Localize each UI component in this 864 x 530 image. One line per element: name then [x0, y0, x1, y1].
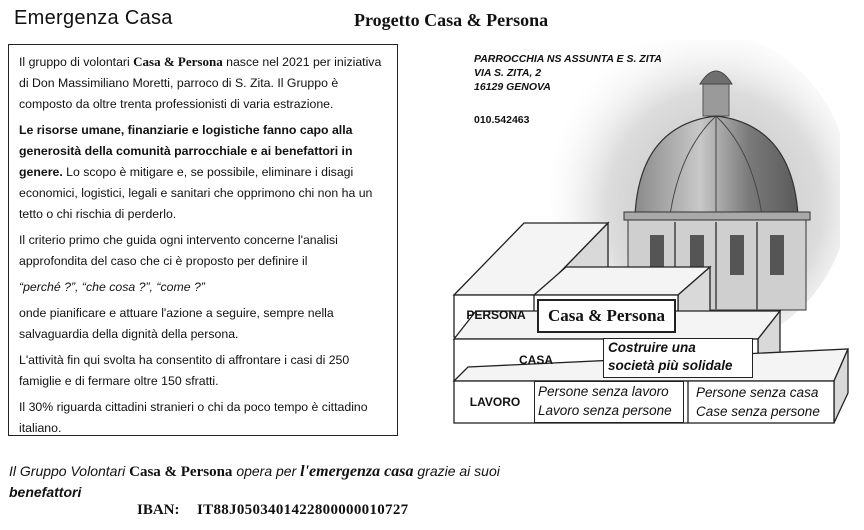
brand-box: Casa & Persona: [537, 299, 676, 333]
drum-window-2: [690, 235, 704, 275]
drum-band: [623, 211, 811, 221]
label-lavoro: LAVORO: [469, 395, 521, 409]
label-casa: CASA: [518, 353, 553, 367]
casa-box-line-2: società più solidale: [608, 358, 733, 373]
drum-window-3: [730, 235, 744, 275]
paragraph-plan: onde pianificare e attuare l'azione a se…: [19, 306, 334, 341]
parish-phone: 010.542463: [474, 114, 530, 126]
lavoro-box-line-2: Lavoro senza persone: [538, 403, 672, 418]
intro-text-b: nasce nel 2021 per iniziativa di Don Mas…: [19, 55, 382, 111]
lantern-top: [699, 70, 733, 85]
iban-value: IT88J0503401422800000010727: [197, 502, 409, 518]
drum-window-4: [770, 235, 784, 275]
address-line-3: 16129 GENOVA: [474, 81, 551, 93]
paragraph-activity: L'attività fin qui svolta ha consentito …: [19, 353, 350, 388]
paragraph-intro: Il gruppo di volontari Casa & Persona na…: [19, 51, 387, 115]
dome-rib-3: [715, 115, 763, 216]
lavoro-box-line-1: Persone senza lavoro: [538, 384, 669, 399]
address-line-1: PARROCCHIA NS ASSUNTA E S. ZITA: [474, 53, 662, 65]
footer-text-c: grazie ai suoi: [413, 463, 500, 479]
header-title-left: Emergenza Casa: [14, 7, 173, 29]
brand-box-text: Casa & Persona: [547, 306, 666, 325]
label-persona: PERSONA: [466, 308, 526, 322]
parish-address: PARROCCHIA NS ASSUNTA E S. ZITA VIA S. Z…: [474, 52, 662, 94]
footer-line-1: Il Gruppo Volontari Casa & Persona opera…: [9, 463, 500, 481]
lantern-body: [702, 81, 730, 117]
header-title-center: Progetto Casa & Persona: [354, 10, 549, 30]
resources-bold: Le risorse umane, finanziarie e logistic…: [19, 123, 353, 179]
footer-text-a: Il Gruppo Volontari: [9, 463, 130, 479]
casa-box-line-1: Costruire una: [608, 340, 696, 355]
drum-window-1: [650, 235, 664, 275]
footer-brand: Casa & Persona: [129, 464, 233, 480]
right-box: Persone senza casa Case senza persone: [692, 383, 838, 423]
footer-line-2: benefattori: [9, 484, 82, 500]
intro-brand: Casa & Persona: [133, 54, 223, 69]
footer-text-b: opera per: [232, 463, 301, 479]
lavoro-box: Persone senza lavoro Lavoro senza person…: [534, 381, 684, 423]
description-box: Il gruppo di volontari Casa & Persona na…: [8, 44, 398, 436]
iban-label: IBAN:: [137, 502, 180, 518]
paragraph-resources: Le risorse umane, finanziarie e logistic…: [19, 120, 387, 225]
paragraph-questions: “perché ?”, “che cosa ?”, “come ?”: [19, 280, 205, 294]
address-line-2: VIA S. ZITA, 2: [474, 67, 542, 79]
dome-rib-1: [669, 115, 717, 216]
right-box-line-2: Case senza persone: [696, 404, 820, 419]
resources-text: Lo scopo è mitigare e, se possibile, eli…: [19, 165, 373, 221]
right-box-line-1: Persone senza casa: [696, 385, 819, 400]
paragraph-criteria: Il criterio primo che guida ogni interve…: [19, 233, 338, 268]
footer-emergency: l'emergenza casa: [300, 463, 414, 480]
paragraph-foreigners: Il 30% riguarda cittadini stranieri o ch…: [19, 400, 368, 435]
intro-text-a: Il gruppo di volontari: [19, 55, 134, 69]
casa-box: Costruire una società più solidale: [603, 338, 753, 378]
